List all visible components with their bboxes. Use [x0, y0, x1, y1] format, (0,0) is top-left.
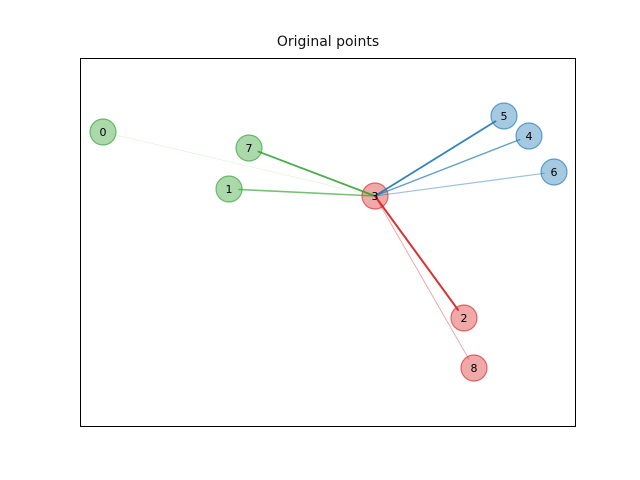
graph-edge-3-8: [374, 195, 470, 360]
graph-node-2: [450, 304, 478, 332]
graph-edge-3-4: [374, 138, 521, 197]
plot-title: Original points: [276, 34, 380, 50]
graph-edge-3-0: [112, 133, 376, 197]
graph-node-8: [460, 354, 488, 382]
graph-node-4: [515, 122, 543, 150]
graph-node-1: [215, 175, 243, 203]
graph-node-5: [490, 102, 518, 130]
axes-frame: [80, 58, 576, 427]
graph-node-7: [235, 134, 263, 162]
graph-edge-3-1: [238, 188, 376, 197]
graph-edge-3-5: [374, 120, 497, 197]
graph-edge-3-7: [257, 150, 376, 197]
graph-node-0: [89, 118, 117, 146]
graph-edge-3-6: [374, 172, 545, 197]
graph-node-6: [540, 158, 568, 186]
graph-edge-3-2: [374, 195, 460, 311]
